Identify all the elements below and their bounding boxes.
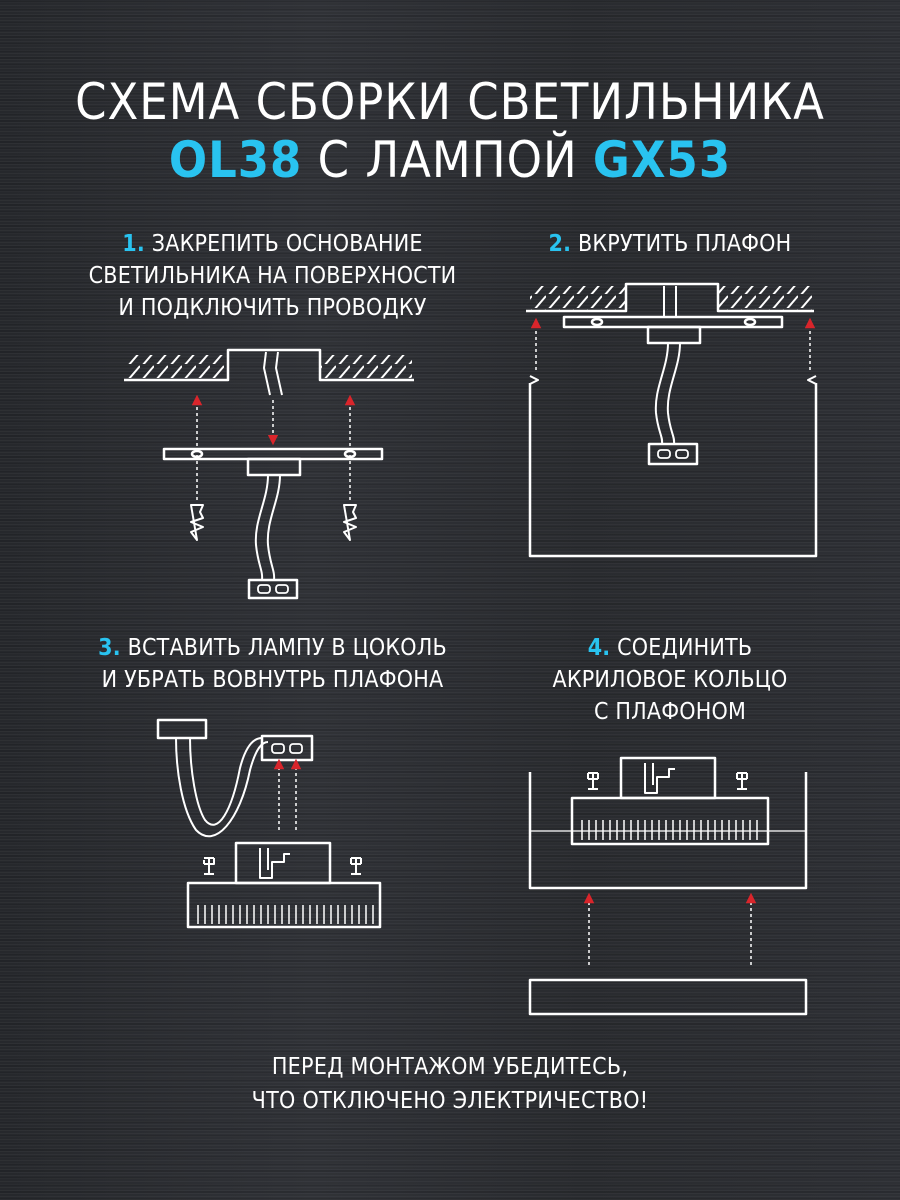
safety-warning: ПЕРЕД МОНТАЖОМ УБЕДИТЕСЬ, ЧТО ОТКЛЮЧЕНО … — [0, 1050, 900, 1118]
step-3-line-1: ВСТАВИТЬ ЛАМПУ В ЦОКОЛЬ — [127, 635, 447, 661]
ceiling-surface — [124, 348, 414, 396]
warning-line-2: ЧТО ОТКЛЮЧЕНО ЭЛЕКТРИЧЕСТВО! — [251, 1088, 649, 1114]
step-1-line-2: СВЕТИЛЬНИКА НА ПОВЕРХНОСТИ — [88, 263, 457, 289]
step-1-line-1: ЗАКРЕПИТЬ ОСНОВАНИЕ — [151, 231, 423, 257]
warning-line-1: ПЕРЕД МОНТАЖОМ УБЕДИТЕСЬ, — [271, 1054, 629, 1080]
gx53-lamp — [186, 841, 382, 929]
shade-arrows — [530, 317, 816, 370]
lamp-shade — [528, 375, 818, 558]
mounting-plate — [162, 447, 384, 600]
ceiling-surface — [526, 282, 814, 316]
step-4-illustration — [528, 756, 808, 1016]
step-4-line-1: СОЕДИНИТЬ — [617, 635, 753, 661]
title-line-2: OL38 С ЛАМПОЙ GX53 — [0, 130, 900, 190]
ring-arrows — [583, 892, 757, 965]
step-4-number: 4. — [587, 635, 611, 661]
step-1-caption: 1. ЗАКРЕПИТЬ ОСНОВАНИЕ СВЕТИЛЬНИКА НА ПО… — [40, 228, 505, 324]
step-1-number: 1. — [122, 231, 145, 257]
gx53-lamp — [570, 756, 770, 846]
step-4-line-2: АКРИЛОВОЕ КОЛЬЦО — [552, 667, 788, 693]
screw-icon — [190, 504, 357, 541]
step-3-illustration — [156, 718, 382, 929]
model-name: OL38 — [168, 131, 303, 189]
step-4-caption: 4. СОЕДИНИТЬ АКРИЛОВОЕ КОЛЬЦО С ПЛАФОНОМ — [500, 632, 840, 728]
step-2-caption: 2. ВКРУТИТЬ ПЛАФОН — [500, 228, 840, 260]
step-1-illustration — [124, 348, 414, 600]
step-3-number: 3. — [98, 635, 121, 661]
lamp-arrows — [273, 758, 302, 830]
base-plate — [562, 315, 784, 466]
step-4-line-3: С ПЛАФОНОМ — [593, 699, 747, 725]
lamp-shade — [528, 772, 808, 890]
step-3-caption: 3. ВСТАВИТЬ ЛАМПУ В ЦОКОЛЬ И УБРАТЬ ВОВН… — [40, 632, 505, 696]
step-2-number: 2. — [548, 231, 572, 257]
socket-block — [156, 718, 314, 838]
step-3-line-2: И УБРАТЬ ВОВНУТРЬ ПЛАФОНА — [101, 667, 444, 693]
step-1-line-3: И ПОДКЛЮЧИТЬ ПРОВОДКУ — [118, 295, 427, 321]
title-middle: С ЛАМПОЙ — [302, 131, 593, 189]
step-2-illustration — [526, 282, 818, 558]
lamp-type: GX53 — [592, 131, 732, 189]
title-line-1: СХЕМА СБОРКИ СВЕТИЛЬНИКА — [75, 73, 825, 131]
step-2-line-1: ВКРУТИТЬ ПЛАФОН — [578, 231, 792, 257]
acrylic-ring — [528, 978, 808, 1016]
